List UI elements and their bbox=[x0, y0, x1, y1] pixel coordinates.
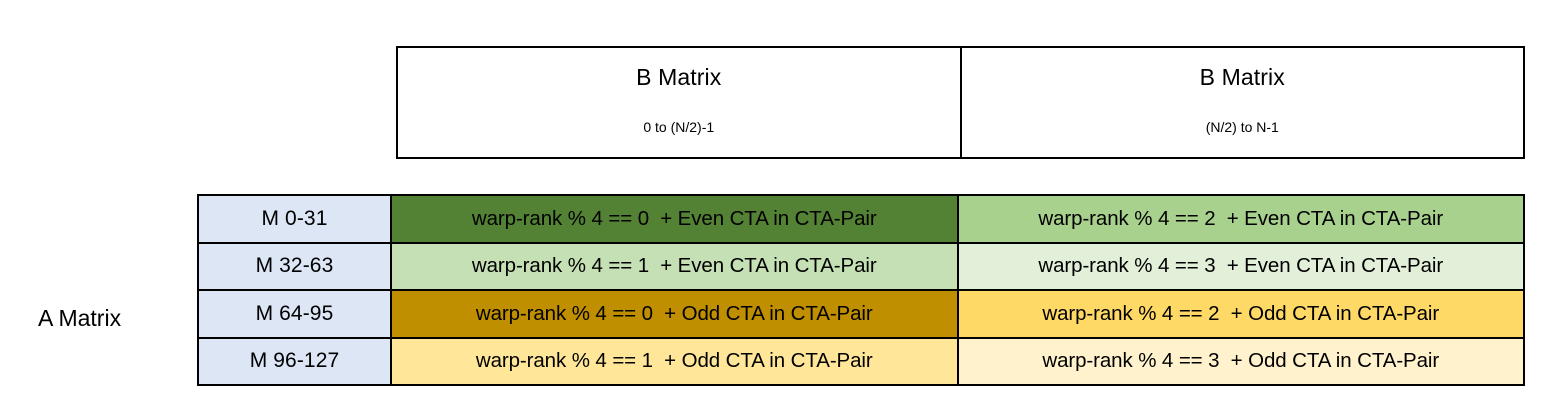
cell-r2-c1: warp-rank % 4 == 2 + Odd CTA in CTA-Pair bbox=[956, 291, 1523, 337]
table-row: M 64-95 warp-rank % 4 == 0 + Odd CTA in … bbox=[199, 289, 1523, 337]
cell-r1-c0: warp-rank % 4 == 1 + Even CTA in CTA-Pai… bbox=[392, 243, 957, 289]
row-label-m-0-31: M 0-31 bbox=[199, 196, 392, 242]
b-matrix-header-cell-1: B Matrix (N/2) to N-1 bbox=[959, 48, 1523, 157]
b-matrix-header-range: 0 to (N/2)-1 bbox=[643, 119, 715, 135]
cell-r3-c0: warp-rank % 4 == 1 + Odd CTA in CTA-Pair bbox=[392, 338, 957, 384]
warp-assignment-matrix: M 0-31 warp-rank % 4 == 0 + Even CTA in … bbox=[197, 194, 1525, 386]
cell-r2-c0: warp-rank % 4 == 0 + Odd CTA in CTA-Pair bbox=[392, 291, 957, 337]
b-matrix-header-table: B Matrix 0 to (N/2)-1 B Matrix (N/2) to … bbox=[396, 46, 1525, 159]
cell-r3-c1: warp-rank % 4 == 3 + Odd CTA in CTA-Pair bbox=[956, 338, 1523, 384]
cell-r1-c1: warp-rank % 4 == 3 + Even CTA in CTA-Pai… bbox=[956, 243, 1523, 289]
a-matrix-axis-label: A Matrix bbox=[38, 305, 122, 331]
cell-r0-c0: warp-rank % 4 == 0 + Even CTA in CTA-Pai… bbox=[392, 196, 957, 242]
table-row: M 0-31 warp-rank % 4 == 0 + Even CTA in … bbox=[199, 194, 1523, 242]
cell-r0-c1: warp-rank % 4 == 2 + Even CTA in CTA-Pai… bbox=[956, 196, 1523, 242]
row-label-m-96-127: M 96-127 bbox=[199, 338, 392, 384]
row-label-m-32-63: M 32-63 bbox=[199, 243, 392, 289]
table-row: M 32-63 warp-rank % 4 == 1 + Even CTA in… bbox=[199, 241, 1523, 289]
b-matrix-header-title: B Matrix bbox=[1199, 64, 1285, 90]
row-label-m-64-95: M 64-95 bbox=[199, 291, 392, 337]
b-matrix-header-title: B Matrix bbox=[636, 64, 722, 90]
b-matrix-header-cell-0: B Matrix 0 to (N/2)-1 bbox=[398, 48, 960, 157]
table-row: M 96-127 warp-rank % 4 == 1 + Odd CTA in… bbox=[199, 336, 1523, 386]
b-matrix-header-range: (N/2) to N-1 bbox=[1205, 119, 1279, 135]
